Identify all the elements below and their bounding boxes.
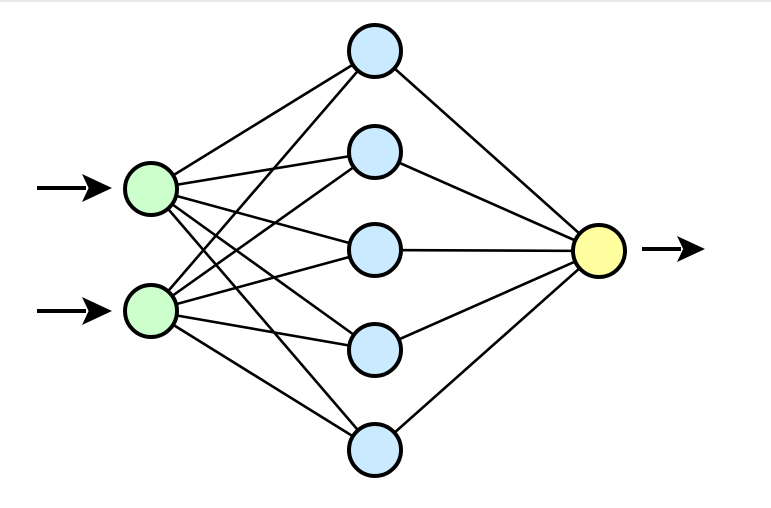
edge-input-node-1-to-hidden-node-3 <box>150 187 376 252</box>
top-edge-strip <box>0 0 771 2</box>
edge-input-node-1-to-hidden-node-4 <box>150 187 376 352</box>
edge-hidden-node-3-to-output-node-1 <box>374 248 600 253</box>
edge-input-node-2-to-hidden-node-3 <box>150 248 376 313</box>
output-arrow-1-head <box>677 236 705 262</box>
edge-hidden-node-1-to-output-node-1 <box>374 50 600 252</box>
edge-input-node-2-to-hidden-node-5 <box>150 309 376 452</box>
input-arrow-1 <box>37 174 112 202</box>
output-arrow-1 <box>642 236 705 262</box>
input-node-1[interactable] <box>123 161 179 217</box>
edge-input-node-2-to-hidden-node-2 <box>150 150 376 313</box>
hidden-node-1[interactable] <box>347 23 403 79</box>
hidden-node-5[interactable] <box>347 422 403 478</box>
output-node-1[interactable] <box>571 223 627 279</box>
edge-input-node-1-to-hidden-node-5 <box>150 188 376 451</box>
input-arrow-2-head <box>82 297 112 325</box>
input-arrow-2 <box>37 297 112 325</box>
hidden-node-4[interactable] <box>347 322 403 378</box>
hidden-node-3[interactable] <box>347 222 403 278</box>
hidden-node-2[interactable] <box>347 124 403 180</box>
edges-group <box>150 49 600 452</box>
edge-input-node-2-to-hidden-node-4 <box>150 309 376 352</box>
input-arrow-1-head <box>82 174 112 202</box>
edge-input-node-1-to-hidden-node-2 <box>150 150 376 191</box>
edge-hidden-node-5-to-output-node-1 <box>374 250 600 451</box>
edge-input-node-1-to-hidden-node-1 <box>150 49 376 191</box>
input-node-2[interactable] <box>123 283 179 339</box>
edge-input-node-2-to-hidden-node-1 <box>150 50 376 312</box>
nodes-group <box>123 23 627 478</box>
io-arrows-group <box>37 174 705 325</box>
edge-hidden-node-4-to-output-node-1 <box>374 249 600 352</box>
edge-hidden-node-2-to-output-node-1 <box>374 150 600 253</box>
